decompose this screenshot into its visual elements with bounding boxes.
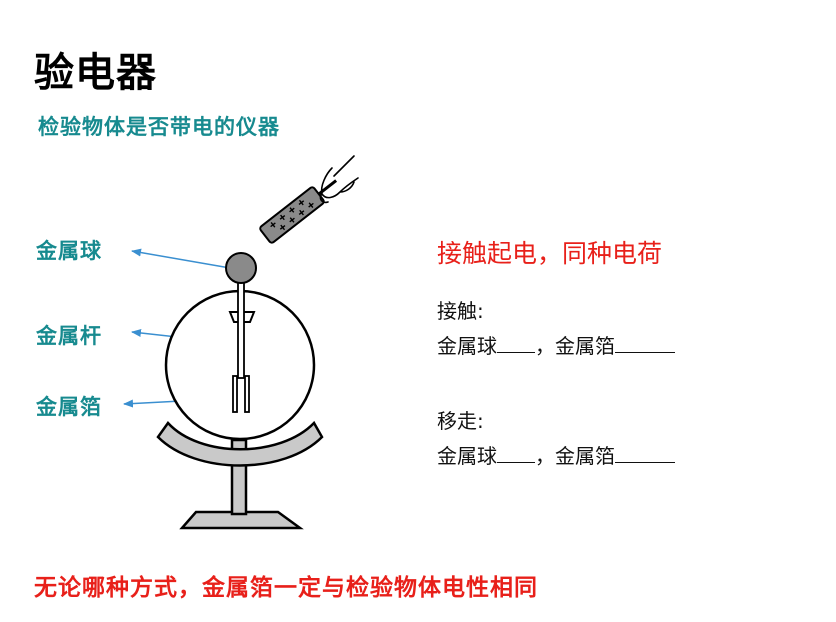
contact-question: 金属球 ，金属箔 (437, 330, 675, 359)
charged-rod-with-hand (259, 155, 359, 244)
metal-rod (237, 281, 245, 379)
contact-ball-blank[interactable] (497, 334, 535, 353)
plus-charge-marks (270, 199, 314, 231)
contact-separator: ， (535, 334, 555, 358)
contact-ball-text: 金属球 (437, 334, 497, 358)
base-plate (179, 510, 304, 530)
remove-foil-text: 金属箔 (555, 444, 615, 468)
label-metal-rod: 金属杆 (36, 323, 102, 348)
metal-foil-left (232, 375, 238, 413)
arrow-ball (131, 248, 231, 269)
contact-label: 接触: (437, 299, 484, 323)
charged-rod (259, 186, 325, 244)
conclusion-text: 无论哪种方式，金属箔一定与检验物体电性相同 (34, 575, 538, 601)
curved-support (156, 420, 324, 467)
remove-foil-blank[interactable] (615, 444, 675, 463)
contact-foil-blank[interactable] (615, 334, 675, 353)
hand-icon (319, 155, 359, 204)
contact-foil-text: 金属箔 (555, 334, 615, 358)
page-title: 验电器 (34, 50, 157, 96)
metal-foil-right (244, 375, 250, 413)
label-metal-foil: 金属箔 (36, 394, 102, 419)
contact-charging-heading: 接触起电，同种电荷 (437, 239, 663, 268)
remove-question: 金属球 ，金属箔 (437, 440, 675, 469)
remove-ball-blank[interactable] (497, 444, 535, 463)
remove-label: 移走: (437, 409, 484, 433)
electroscope (156, 252, 324, 530)
page-subtitle: 检验物体是否带电的仪器 (38, 114, 280, 139)
remove-separator: ， (535, 444, 555, 468)
remove-ball-text: 金属球 (437, 444, 497, 468)
metal-ball (225, 252, 257, 284)
label-metal-ball: 金属球 (36, 238, 102, 263)
